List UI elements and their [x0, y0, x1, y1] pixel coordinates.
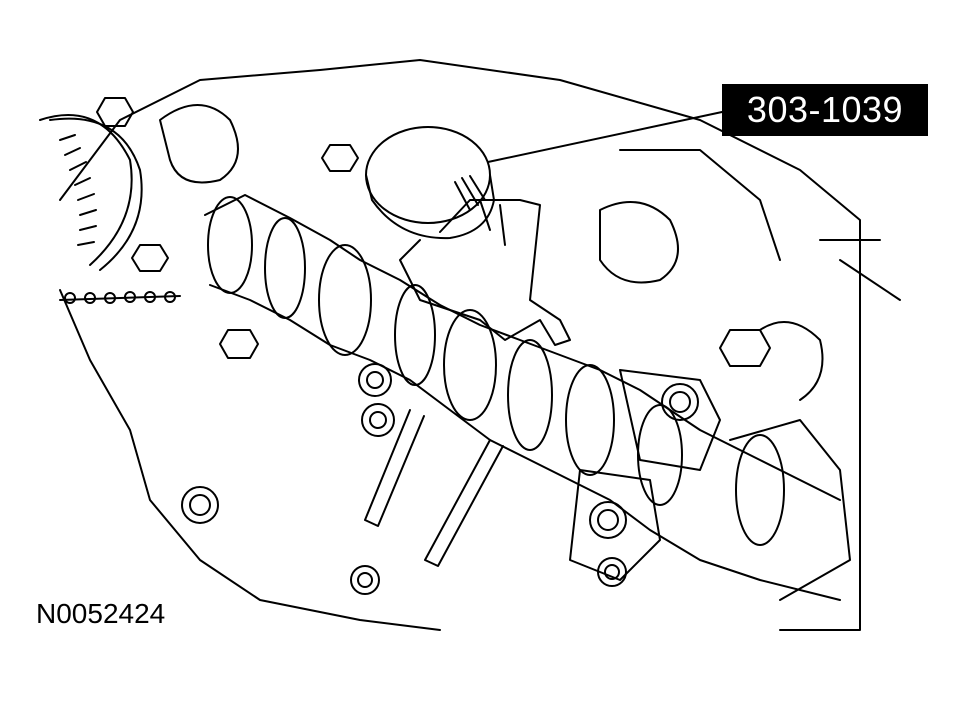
timing-gear: [39, 114, 143, 271]
alignment-pins: [364, 409, 504, 567]
bolts: [96, 97, 771, 595]
cylinder-head-outline: [59, 59, 901, 631]
tool-callout-label: 303-1039: [722, 84, 928, 136]
camshaft-alignment-tool: [365, 126, 571, 346]
timing-chain: [59, 291, 181, 304]
camshaft: [204, 194, 851, 601]
bearing-caps: [569, 369, 721, 581]
callout-leader-line: [487, 111, 723, 163]
figure-id-label: N0052424: [36, 598, 166, 629]
